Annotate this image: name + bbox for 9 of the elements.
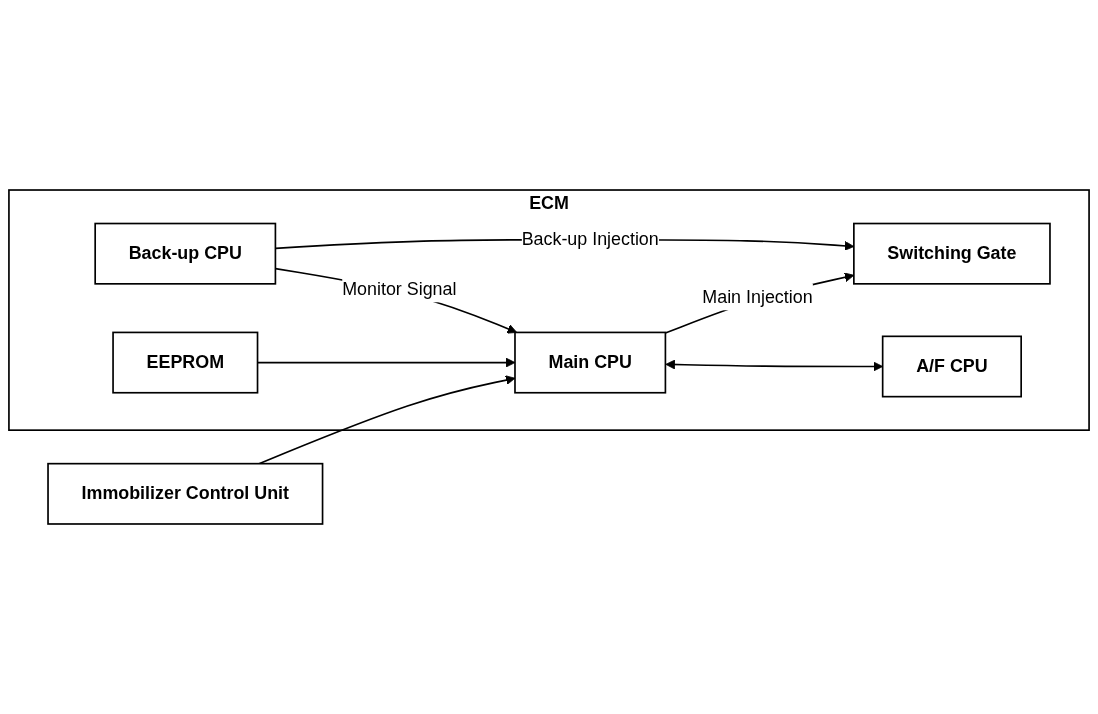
edge-label: Back-up Injection: [521, 229, 659, 249]
edge-label: Monitor Signal: [342, 278, 457, 298]
edge-label: Main Injection: [702, 286, 813, 306]
node-box: A/F CPU: [881, 335, 1022, 398]
node-box: Immobilizer Control Unit: [47, 462, 324, 525]
node-box: Switching Gate: [853, 222, 1051, 285]
node-box: Back-up CPU: [94, 222, 277, 285]
node-box: Main CPU: [514, 331, 667, 394]
node-box: EEPROM: [112, 331, 259, 394]
